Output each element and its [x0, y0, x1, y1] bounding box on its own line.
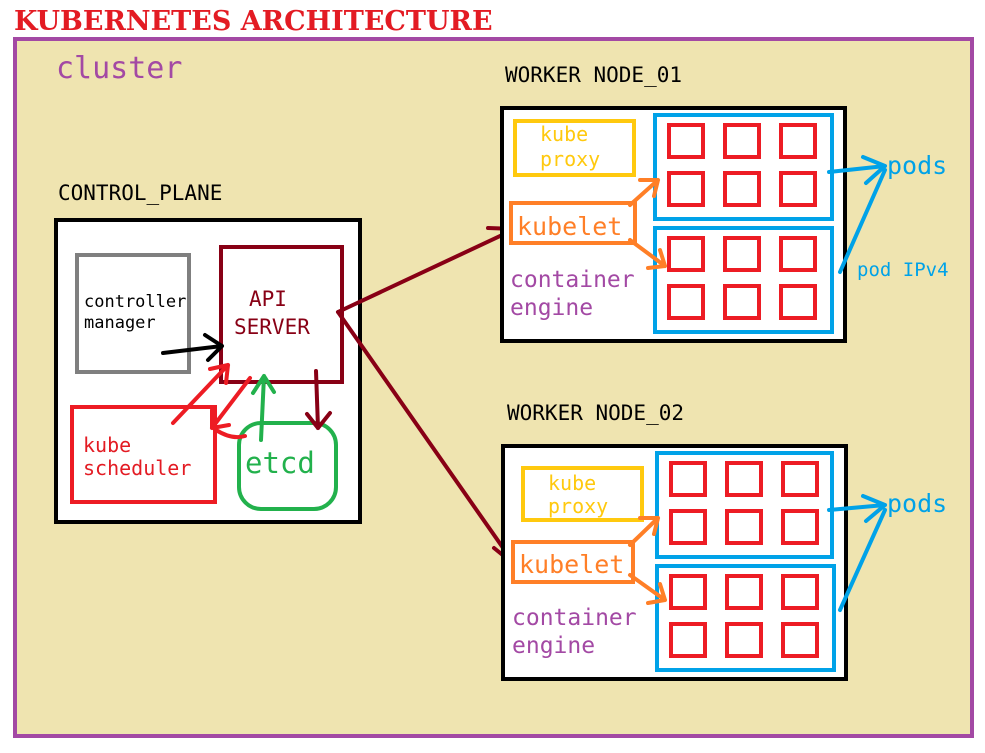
- node-02-group-2-pod-1: [669, 574, 707, 610]
- node-02-group-2-pod-6: [781, 622, 819, 658]
- kubelet-02-arrows: [628, 516, 667, 605]
- kube-proxy-02-line-2: proxy: [548, 494, 608, 518]
- etcd-label: etcd: [245, 446, 315, 480]
- kube-scheduler-line-1: kube: [83, 433, 131, 457]
- controller-manager-line-1: controller: [84, 292, 186, 312]
- kubelet-01-label: kubelet: [517, 212, 622, 241]
- worker-node-02-label: WORKER NODE_02: [507, 401, 684, 425]
- node-01-group-1-pod-1: [667, 123, 705, 159]
- pods-01-arrows: [827, 155, 887, 274]
- pods-node-01: [667, 123, 817, 320]
- node-01-group-2-pod-2: [723, 236, 761, 272]
- control-plane-label: CONTROL_PLANE: [58, 181, 222, 205]
- kube-scheduler-box: [70, 405, 217, 504]
- kube-proxy-01-line-2: proxy: [540, 147, 600, 171]
- node-02-group-1-pod-6: [781, 509, 819, 545]
- container-engine-01-line-2: engine: [510, 295, 593, 321]
- arrow-pods-01b-to-label: [838, 168, 887, 274]
- arrow-scheduler-to-api: [171, 363, 230, 425]
- kubelet-01-arrows: [628, 178, 667, 270]
- worker-node-01-label: WORKER NODE_01: [505, 63, 682, 87]
- pods-02-arrows: [827, 494, 887, 612]
- kube-proxy-02-box: [521, 466, 644, 522]
- arrow-pods-02a-to-label: [827, 494, 887, 523]
- arrow-pods-02b-to-label: [838, 508, 887, 612]
- kubelet-02-box: [511, 540, 635, 584]
- node-01-group-2-pod-3: [779, 236, 817, 272]
- node-01-group-2-pod-5: [723, 284, 761, 320]
- kube-proxy-01-box: [513, 119, 636, 177]
- diagram-title: KUBERNETES ARCHITECTURE: [14, 6, 493, 37]
- pod-ip-label: pod IPv4: [857, 259, 949, 281]
- control-plane-arrows: [161, 333, 332, 442]
- arrow-api-to-scheduler: [210, 376, 252, 430]
- arrow-api-to-etcd: [305, 369, 332, 430]
- node-01-group-1-pod-2: [723, 123, 761, 159]
- arrow-controller-to-api: [161, 333, 224, 362]
- pods-01-label: pods: [887, 151, 947, 180]
- node-02-group-1-pod-3: [781, 461, 819, 497]
- pods-node-02: [669, 461, 819, 658]
- node-02-group-2-pod-2: [725, 574, 763, 610]
- arrow-kubelet-01-to-pods-a: [628, 178, 660, 207]
- controller-manager-line-2: manager: [84, 313, 156, 333]
- node-01-group-1-pod-4: [667, 171, 705, 207]
- kubelet-01-box: [509, 201, 637, 245]
- node-02-group-1-pod-1: [669, 461, 707, 497]
- container-engine-01-line-1: container: [510, 267, 635, 293]
- node-02-group-2-pod-4: [669, 622, 707, 658]
- api-server-line-2: SERVER: [234, 315, 310, 339]
- container-engine-02-line-2: engine: [512, 633, 595, 659]
- node-01-group-2-pod-6: [779, 284, 817, 320]
- arrow-etcd-to-api: [251, 374, 276, 442]
- node-02-group-2-pod-5: [725, 622, 763, 658]
- node-02-group-1-pod-5: [725, 509, 763, 545]
- arrow-pods-01a-to-label: [827, 155, 887, 185]
- arrow-kubelet-02-to-pods-a: [628, 516, 660, 547]
- node-01-group-1-pod-6: [779, 171, 817, 207]
- pods-02-label: pods: [887, 489, 947, 518]
- node-02-group-2-pod-3: [781, 574, 819, 610]
- kube-scheduler-line-2: scheduler: [83, 456, 191, 480]
- node-02-group-1-pod-4: [669, 509, 707, 545]
- arrow-kubelet-02-to-pods-b: [628, 573, 667, 605]
- node-01-group-2-pod-1: [667, 236, 705, 272]
- kube-proxy-01-line-1: kube: [540, 122, 588, 146]
- node-01-group-2-pod-4: [667, 284, 705, 320]
- kubelet-02-label: kubelet: [519, 550, 624, 579]
- node-01-group-1-pod-3: [779, 123, 817, 159]
- arrow-scheduler-etcd-link: [214, 428, 247, 440]
- api-server-line-1: API: [249, 287, 287, 311]
- node-02-group-1-pod-2: [725, 461, 763, 497]
- node-01-group-1-pod-5: [723, 171, 761, 207]
- cluster-label: cluster: [56, 51, 182, 86]
- kube-proxy-02-line-1: kube: [548, 471, 596, 495]
- etcd-box: [237, 421, 338, 511]
- arrow-kubelet-01-to-pods-b: [628, 238, 667, 270]
- container-engine-02-line-1: container: [512, 605, 637, 631]
